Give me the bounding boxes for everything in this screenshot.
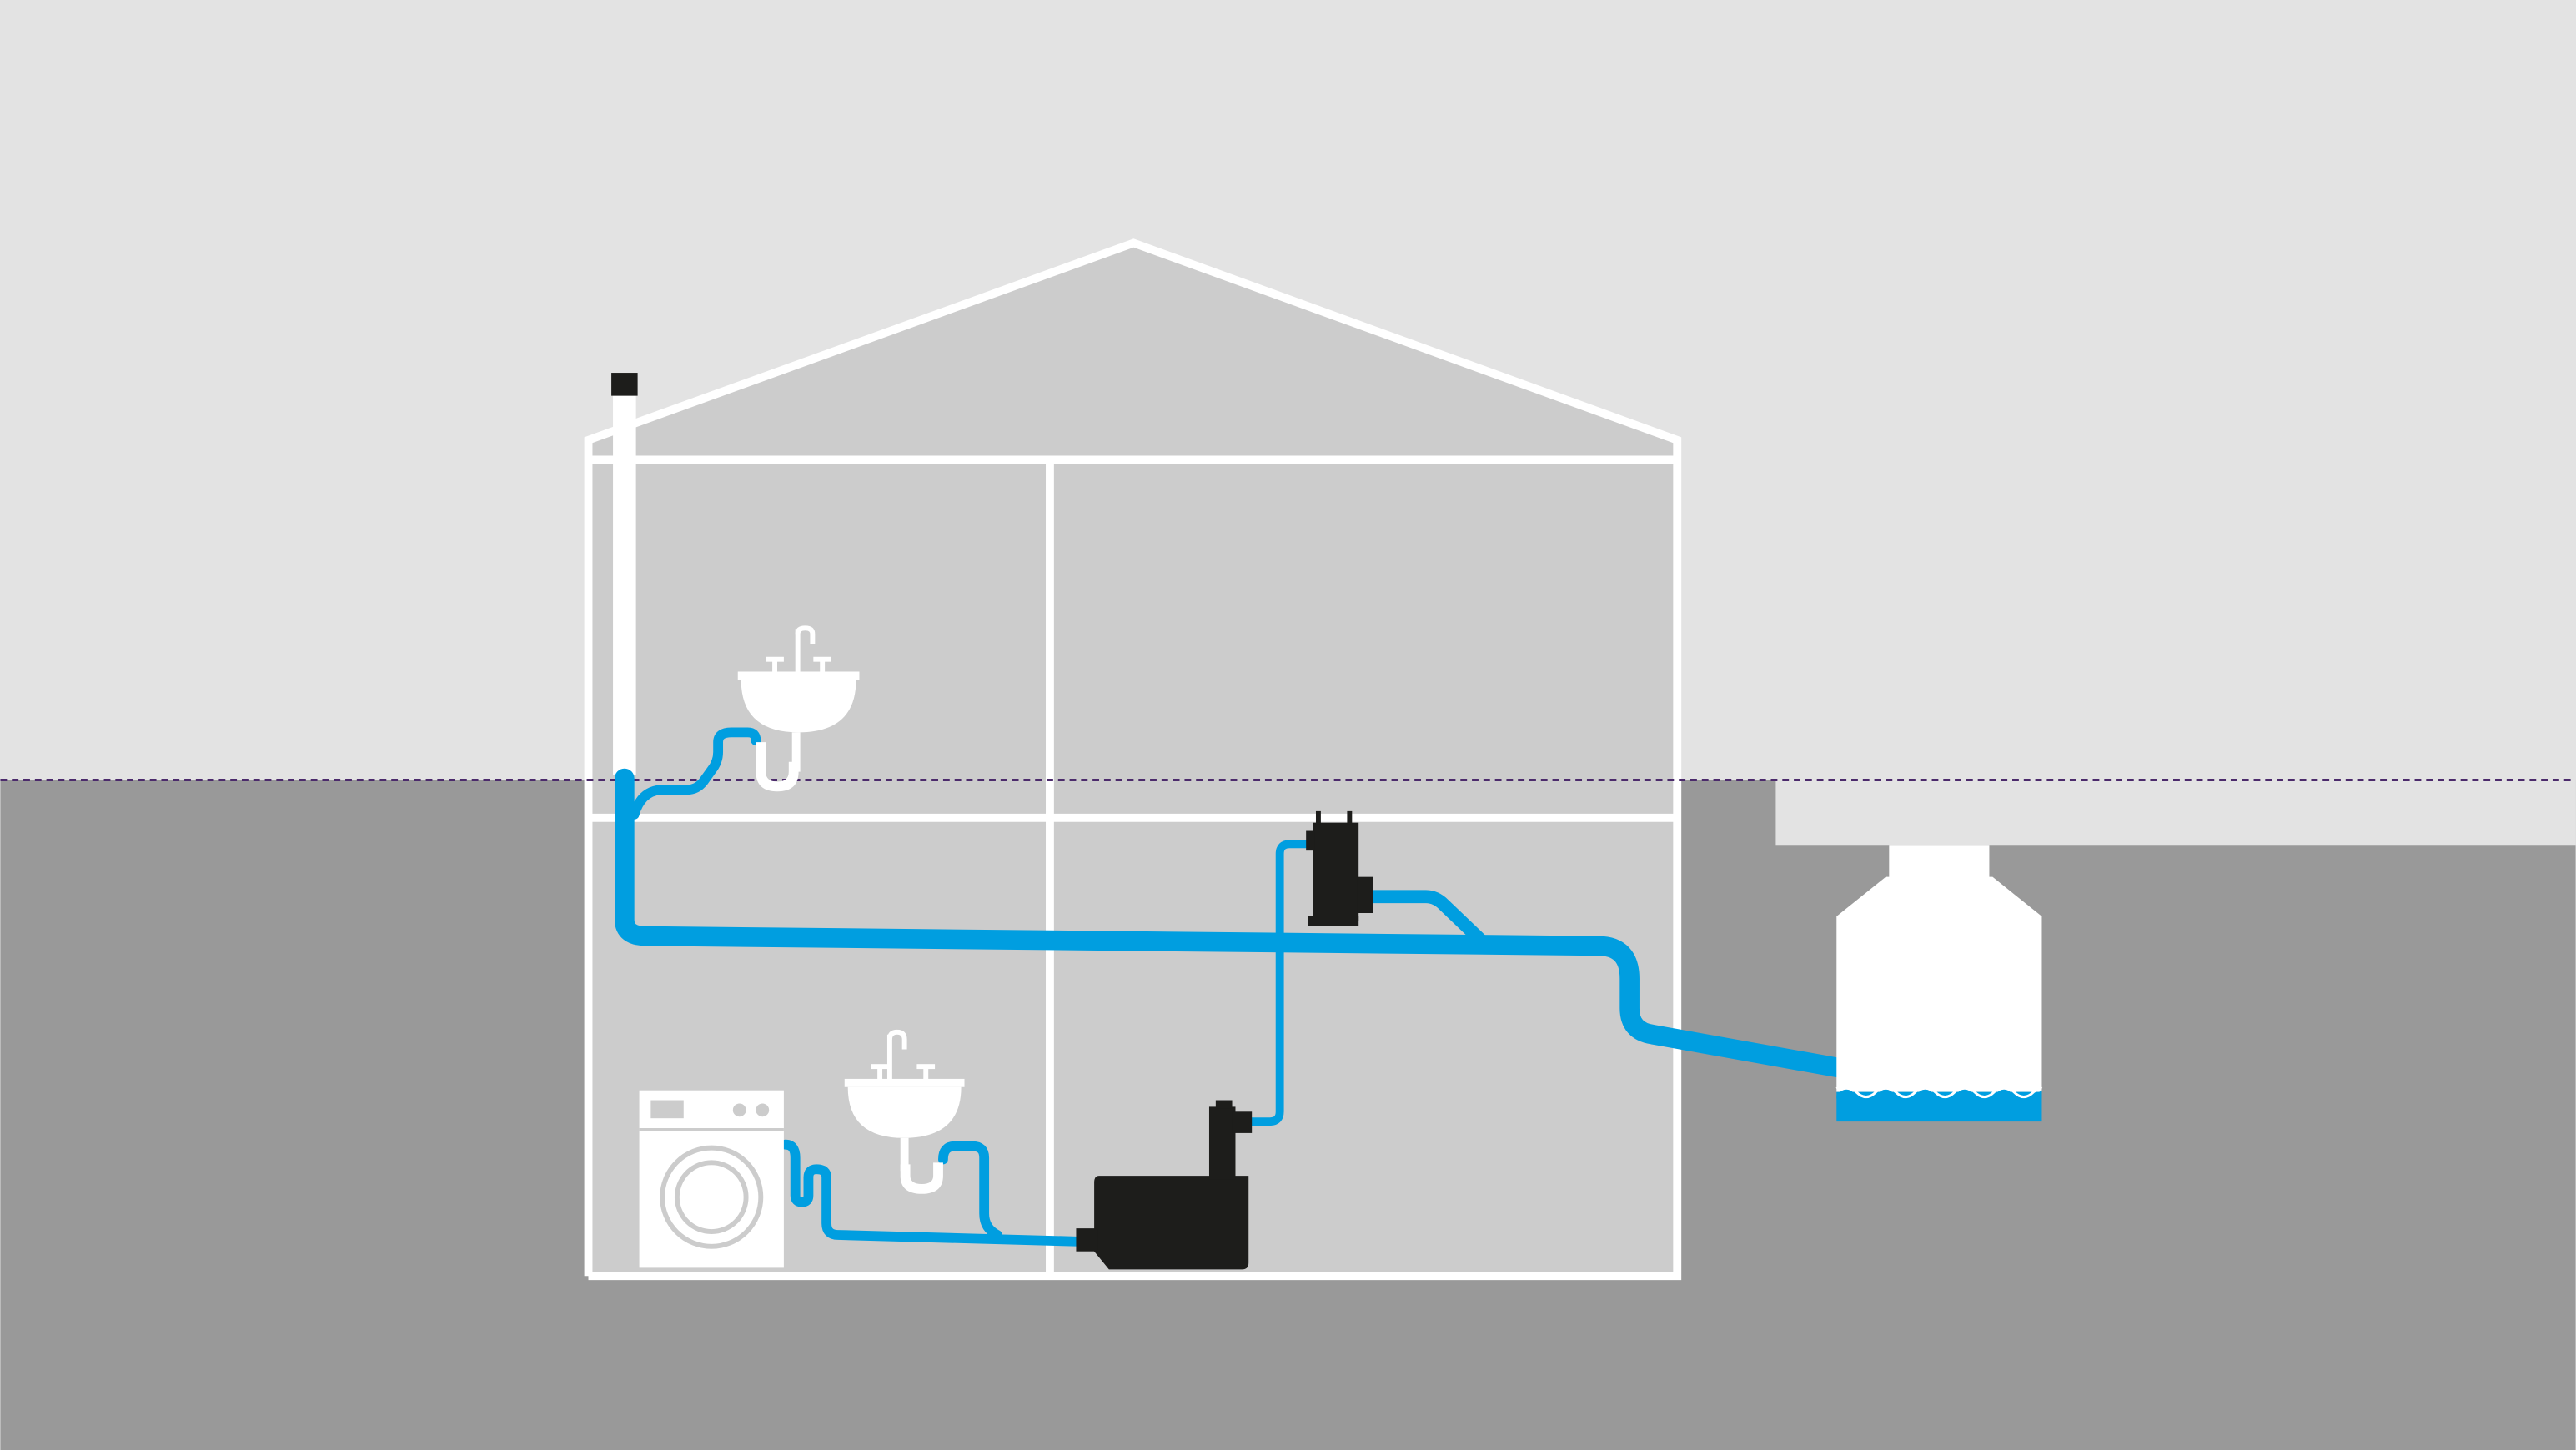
upper-sink-drain-pipe bbox=[629, 727, 761, 820]
washing-machine-icon bbox=[639, 1090, 784, 1268]
main-collector-pipe bbox=[615, 768, 1847, 1077]
house-outline bbox=[584, 238, 1682, 1281]
sink-icon bbox=[844, 1029, 965, 1194]
lower-sink-drain-pipe bbox=[938, 1141, 1002, 1240]
sewer-manhole-icon bbox=[1835, 845, 2043, 1122]
street-slab bbox=[1775, 780, 2576, 846]
vent-stack bbox=[611, 373, 638, 775]
submersible-pump-icon bbox=[1306, 810, 1373, 926]
drain-pipes bbox=[615, 727, 1847, 1247]
house-interior bbox=[588, 243, 1678, 1277]
pressure-pipe-submersible-pump bbox=[1367, 890, 1490, 950]
lifting-station-icon bbox=[1076, 1100, 1253, 1270]
pressure-pipe-lifting-station bbox=[1248, 840, 1314, 1126]
sink-icon bbox=[737, 625, 860, 792]
vent-cap-icon bbox=[611, 373, 638, 396]
washing-machine-drain-pipe bbox=[780, 1139, 1085, 1247]
